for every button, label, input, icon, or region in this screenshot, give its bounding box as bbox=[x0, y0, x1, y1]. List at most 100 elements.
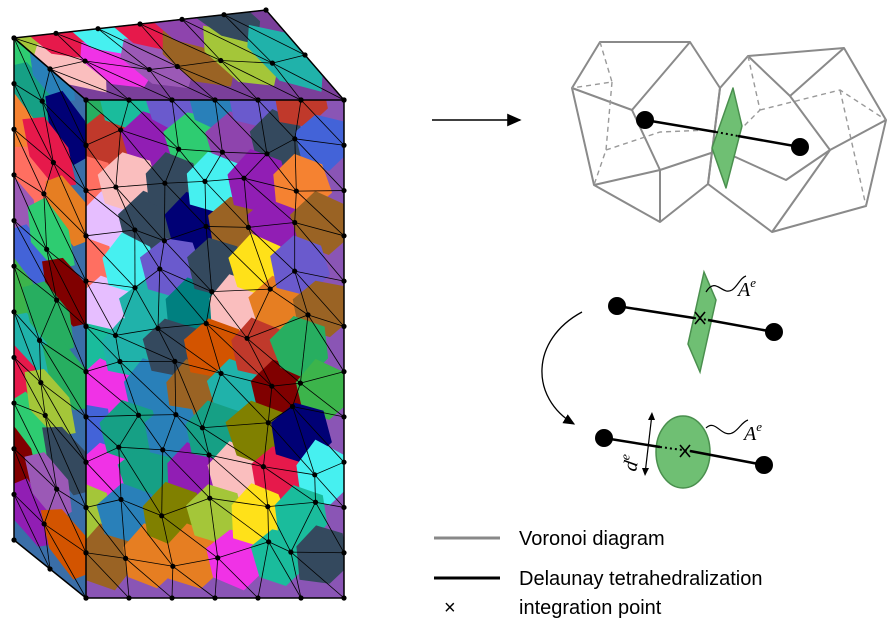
mesh-cell bbox=[273, 100, 328, 127]
mesh-edge bbox=[209, 497, 268, 508]
mesh-edge bbox=[294, 270, 345, 282]
mesh-node bbox=[203, 320, 209, 327]
mesh-node bbox=[173, 412, 179, 418]
mesh-edge bbox=[223, 14, 306, 56]
mesh-edge bbox=[178, 148, 223, 153]
mesh-edge bbox=[13, 128, 54, 163]
mesh-edge bbox=[294, 270, 345, 327]
mesh-edge bbox=[85, 371, 139, 416]
mesh-node bbox=[118, 496, 124, 503]
mesh-cell bbox=[14, 224, 55, 296]
mesh-edge bbox=[290, 502, 316, 553]
legend-item-delaunay: Delaunay tetrahedralization bbox=[434, 568, 763, 590]
mesh-edge bbox=[178, 148, 206, 182]
mesh-node bbox=[170, 563, 176, 569]
mesh-edge bbox=[243, 153, 268, 179]
mesh-edge bbox=[49, 68, 87, 146]
mesh-edge bbox=[214, 99, 268, 155]
mesh-edge bbox=[202, 373, 222, 428]
mesh-edge bbox=[271, 382, 301, 387]
mesh-edge bbox=[157, 268, 161, 329]
mesh-edge bbox=[262, 422, 269, 467]
mesh-edge bbox=[120, 499, 174, 567]
mesh-edge bbox=[315, 501, 345, 508]
mesh-edge bbox=[208, 454, 211, 499]
mesh-edge bbox=[202, 422, 269, 429]
mesh-node bbox=[135, 412, 142, 418]
delaunay-edge-top-right bbox=[737, 134, 801, 149]
mesh-edge bbox=[13, 357, 46, 416]
mesh-edge bbox=[39, 299, 58, 341]
face-ellipse-detail: de Ae bbox=[595, 412, 773, 489]
node-left-bottom bbox=[595, 429, 613, 447]
mesh-edge bbox=[294, 99, 302, 139]
mesh-edge bbox=[85, 60, 150, 70]
mesh-edge bbox=[243, 177, 297, 192]
mesh-cell bbox=[270, 235, 331, 296]
mesh-edge bbox=[41, 100, 87, 146]
mesh-node bbox=[206, 452, 212, 458]
mesh-edge bbox=[49, 60, 86, 70]
mesh-cell bbox=[296, 525, 344, 584]
mesh-edge bbox=[41, 100, 87, 191]
mesh-node bbox=[157, 266, 163, 272]
mesh-edge bbox=[119, 361, 139, 416]
mesh-edge bbox=[84, 60, 130, 101]
mesh-edge bbox=[257, 541, 270, 599]
mesh-edge bbox=[43, 523, 87, 599]
mesh-edge bbox=[292, 406, 345, 418]
mesh-edge bbox=[13, 311, 42, 383]
face-polygon-detail: Ae bbox=[608, 269, 783, 375]
ellipse-face bbox=[655, 415, 711, 489]
integration-point-bottom bbox=[679, 444, 691, 458]
mesh-node bbox=[266, 539, 272, 545]
mesh-node bbox=[82, 58, 88, 64]
mesh-node bbox=[219, 149, 226, 155]
node-left-top bbox=[636, 111, 654, 129]
mesh-edge bbox=[56, 488, 87, 553]
mesh-node bbox=[269, 383, 275, 389]
mesh-node bbox=[146, 66, 152, 73]
mesh-edge bbox=[177, 66, 216, 101]
mesh-edge bbox=[307, 314, 345, 327]
mesh-node bbox=[203, 223, 209, 230]
mesh-edge bbox=[174, 361, 177, 415]
mesh-edge bbox=[85, 552, 126, 559]
mesh-edge bbox=[125, 558, 130, 599]
mesh-edge bbox=[248, 227, 295, 272]
mesh-edge bbox=[157, 328, 176, 362]
delaunay-edge-mid bbox=[616, 304, 695, 320]
mesh-node bbox=[260, 464, 266, 470]
mesh-edge bbox=[164, 180, 205, 184]
mesh-edge bbox=[13, 494, 45, 525]
mesh-edge bbox=[85, 280, 116, 336]
mesh-edge bbox=[13, 174, 48, 250]
mesh-node bbox=[244, 335, 250, 341]
mesh-cell bbox=[22, 281, 74, 354]
mesh-edge bbox=[44, 415, 58, 490]
mesh-edge bbox=[269, 270, 295, 290]
mesh-node bbox=[162, 180, 168, 186]
mesh-node bbox=[172, 358, 178, 364]
mesh-edge bbox=[300, 371, 345, 384]
mesh-edge bbox=[246, 338, 301, 384]
mesh-edge bbox=[208, 454, 269, 507]
mesh-edge bbox=[134, 287, 159, 329]
mesh-edge bbox=[269, 288, 309, 316]
voronoi-cell-right bbox=[707, 47, 887, 233]
area-label-bottom: Ae bbox=[742, 419, 762, 445]
distance-label: de bbox=[615, 453, 643, 473]
mesh-edge bbox=[243, 177, 295, 223]
mesh-edge bbox=[206, 323, 248, 339]
distance-arrow bbox=[644, 413, 653, 475]
mesh-edge bbox=[161, 497, 210, 517]
mesh-edge bbox=[267, 386, 273, 423]
mesh-edge bbox=[115, 186, 165, 242]
node-right-top bbox=[791, 138, 809, 156]
mesh-edge bbox=[267, 501, 316, 508]
integration-point-mid bbox=[694, 311, 706, 325]
mesh-edge bbox=[159, 268, 212, 292]
mesh-edge bbox=[13, 83, 43, 102]
mesh-edge bbox=[177, 60, 221, 67]
mesh-edge bbox=[53, 162, 87, 236]
